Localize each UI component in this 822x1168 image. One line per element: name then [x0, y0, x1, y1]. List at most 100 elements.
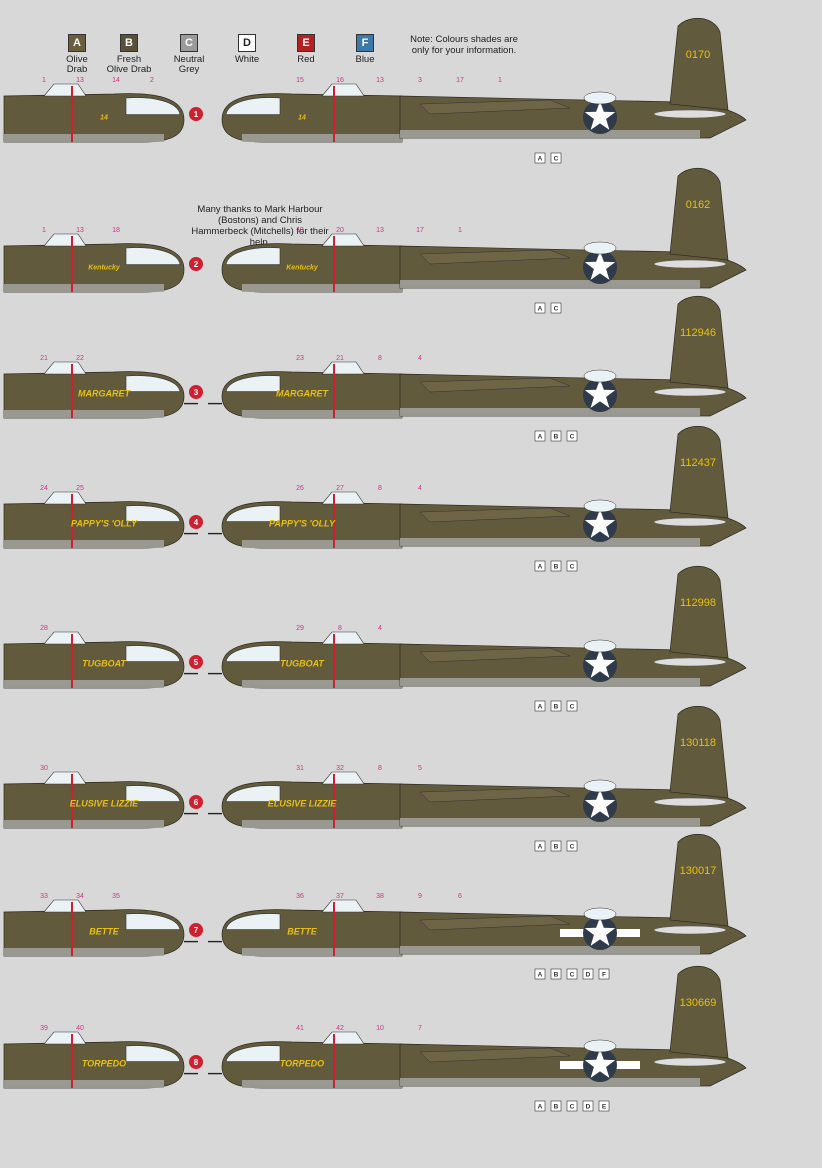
profile-number: 8 [194, 1058, 199, 1067]
belly-grey [4, 948, 164, 956]
paint-tag-box [598, 968, 610, 980]
belly-grey [4, 410, 164, 418]
paint-tag-box [534, 1100, 546, 1112]
tail-serial: 0162 [686, 199, 710, 211]
paint-tag-letter: C [554, 156, 559, 163]
wing [419, 99, 571, 115]
paint-tag-letter: B [554, 434, 559, 441]
swatch-name: Red [297, 54, 315, 65]
paint-tag-box [550, 560, 562, 572]
nose-section: BETTE [3, 899, 198, 957]
tailplane [653, 517, 727, 527]
roundel-star [584, 1049, 616, 1078]
belly-grey [242, 680, 402, 688]
cockpit-canopy [321, 631, 365, 645]
callout-number: 14 [112, 77, 120, 84]
callout-number: 26 [296, 485, 304, 492]
legend-swatch-c: C Neutral Grey [152, 34, 226, 75]
dorsal-turret [583, 907, 617, 921]
nose-section: 14 [221, 83, 403, 143]
profile-number-badge [189, 515, 203, 529]
nose-art-text: Kentucky [286, 265, 319, 272]
belly-grey [242, 820, 402, 828]
nose-art-text: ELUSIVE LIZZIE [268, 798, 338, 808]
dorsal-turret [583, 499, 617, 513]
belly-grey [242, 1080, 402, 1088]
callout-number: 41 [296, 1025, 304, 1032]
cockpit-canopy [321, 83, 365, 97]
paint-tag-box [598, 1100, 610, 1112]
paint-tag-box [534, 560, 546, 572]
dorsal-turret [583, 369, 617, 383]
nose-section: Kentucky [221, 233, 403, 293]
callout-number: 20 [336, 227, 344, 234]
rear-fuselage: 112998 [399, 566, 747, 687]
nose-section: 14 [3, 83, 185, 143]
cockpit-canopy [43, 491, 87, 505]
callout-number: 8 [378, 765, 382, 772]
wing [419, 377, 571, 393]
paint-tag-box [566, 1100, 578, 1112]
nose-section: BETTE [208, 899, 403, 957]
tail-serial: 130017 [680, 865, 717, 877]
nose-art-text: TUGBOAT [280, 658, 325, 668]
nose-art-text: TORPEDO [82, 1058, 126, 1068]
nose-art-text: TORPEDO [280, 1058, 324, 1068]
tail-serial: 130669 [680, 997, 717, 1009]
tail-fin [669, 966, 729, 1059]
profile-number-badge [189, 107, 203, 121]
wing [419, 647, 571, 663]
cockpit-canopy [43, 1031, 87, 1045]
nose-glazing [225, 505, 281, 522]
swatch-name: Blue [355, 54, 375, 65]
profile-number: 3 [194, 388, 199, 397]
wing [419, 249, 571, 265]
callout-number: 1 [458, 227, 462, 234]
callout-number: 32 [336, 765, 344, 772]
callout-number: 3 [418, 77, 422, 84]
roundel-star [584, 509, 616, 538]
swatch-box: C [180, 34, 198, 52]
rear-belly-grey [400, 678, 700, 686]
paint-tag-letter: C [554, 306, 559, 313]
paint-tag-letter: E [602, 1104, 607, 1111]
nose-glazing [225, 375, 281, 392]
nose-section: ELUSIVE LIZZIE [3, 771, 198, 829]
profile-number: 2 [194, 260, 199, 269]
nose-section: MARGARET [208, 361, 403, 419]
callout-number: 29 [296, 625, 304, 632]
callout-number: 2 [150, 77, 154, 84]
nose-glazing [125, 97, 181, 115]
callout-number: 28 [40, 625, 48, 632]
paint-tag-letter: C [570, 844, 575, 851]
paint-tag-box [566, 560, 578, 572]
callout-number: 27 [336, 485, 344, 492]
belly-grey [4, 820, 164, 828]
callout-number: 36 [296, 893, 304, 900]
paint-tag-box [582, 1100, 594, 1112]
paint-tag-box [550, 968, 562, 980]
paint-tag-letter: A [538, 306, 543, 313]
callout-number: 22 [76, 355, 84, 362]
cockpit-canopy [43, 631, 87, 645]
swatch-name: Fresh Olive Drab [106, 54, 152, 75]
paint-tag-letter: C [570, 434, 575, 441]
cockpit-canopy [321, 899, 365, 913]
roundel-star [584, 789, 616, 818]
callout-number: 13 [376, 227, 384, 234]
profile-number-badge [189, 1055, 203, 1069]
paint-tag-box [534, 430, 546, 442]
nose-glazing [125, 505, 181, 522]
callout-number: 17 [416, 227, 424, 234]
callout-number: 33 [40, 893, 48, 900]
callout-number: 13 [76, 227, 84, 234]
rear-belly-grey [400, 818, 700, 826]
nose-section: TORPEDO [3, 1031, 198, 1089]
swatch-box: F [356, 34, 374, 52]
swatch-name: Neutral Grey [173, 54, 205, 75]
